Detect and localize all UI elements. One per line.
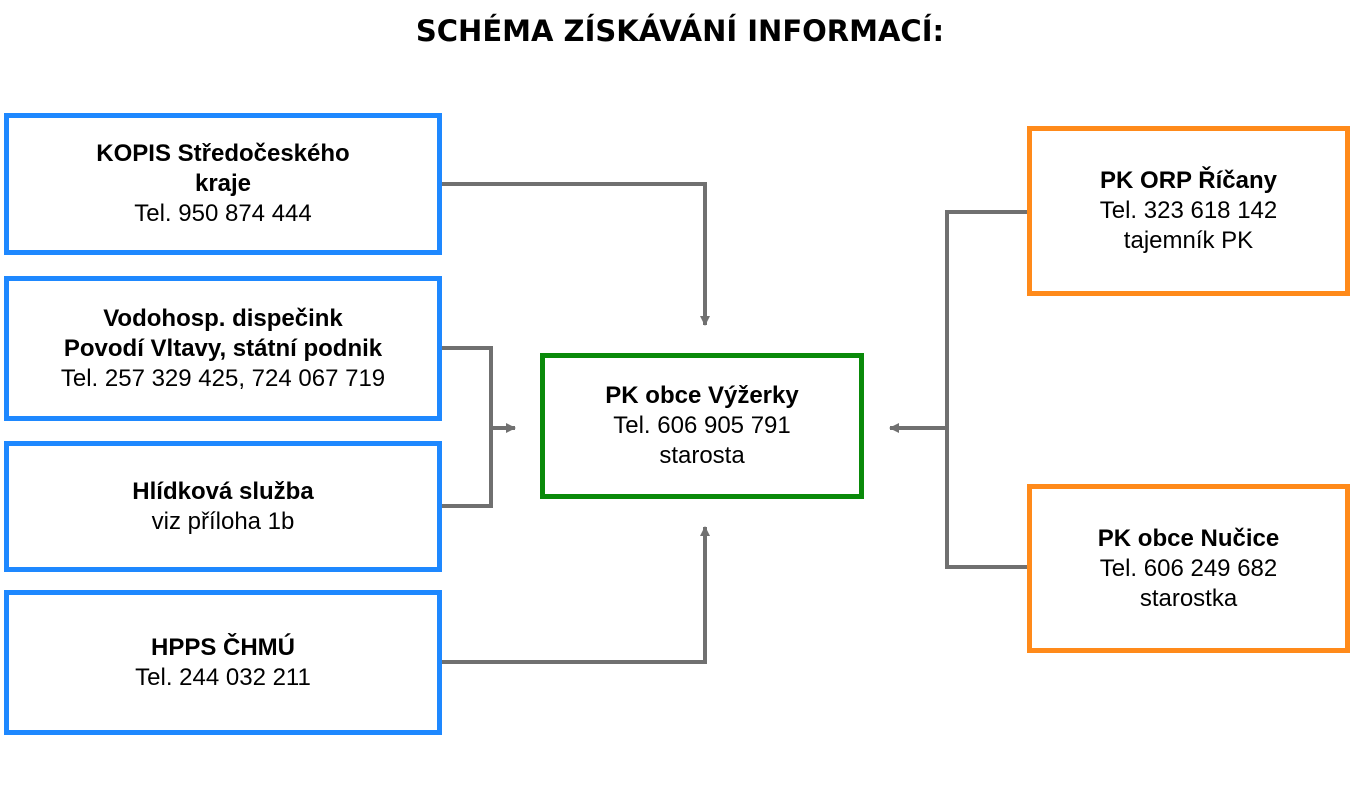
box-text: Tel. 606 249 682 <box>1099 554 1278 582</box>
box-text: Tel. 257 329 425, 724 067 719 <box>60 364 386 392</box>
connector-right <box>945 210 1031 569</box>
box-text: starosta <box>659 442 745 469</box>
box-text: viz příloha 1b <box>151 507 295 535</box>
box-text: tajemník PK <box>1123 227 1254 254</box>
box-heading: Povodí Vltavy, státní podnik <box>63 334 383 362</box>
connector-hpps <box>441 526 710 664</box>
box-heading: Hlídková služba <box>132 477 314 505</box>
connector-kopis <box>441 182 710 326</box>
box-heading: HPPS ČHMÚ <box>150 633 295 661</box>
box-text: Tel. 244 032 211 <box>135 663 311 691</box>
box-text: Tel. 606 905 791 <box>613 412 791 439</box>
box-heading: Vodohosp. dispečink <box>103 304 343 332</box>
connector-vodohosp <box>441 346 493 508</box>
box-heading: PK ORP Říčany <box>1100 167 1277 194</box>
box-heading: kraje <box>194 170 252 197</box>
box-text: Tel. 950 874 444 <box>134 200 312 227</box>
box-text: Tel. 323 618 142 <box>1099 197 1278 224</box>
box-heading: KOPIS Středočeského <box>96 140 350 167</box>
box-heading: PK obce Nučice <box>1097 524 1280 552</box>
box-text: starostka <box>1139 584 1238 612</box>
diagram-title: SCHÉMA ZÍSKÁVÁNÍ INFORMACÍ: <box>415 14 945 48</box>
box-heading: PK obce Výžerky <box>605 382 799 409</box>
